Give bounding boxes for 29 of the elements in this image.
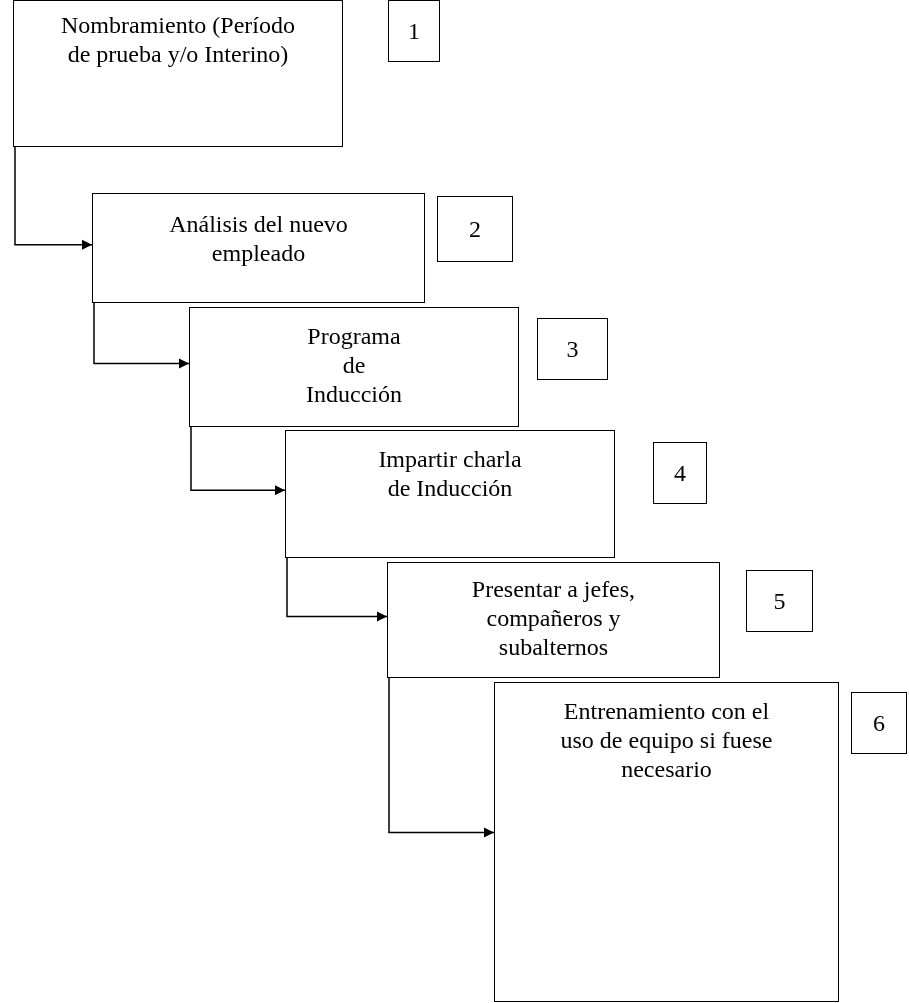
connector-arrow — [93, 302, 190, 369]
step-number-box — [437, 196, 513, 262]
step-number: 1 — [408, 17, 420, 46]
step-number-box — [746, 570, 813, 632]
process-box — [189, 307, 519, 427]
step-number-box — [653, 442, 707, 504]
step-label: Impartir charla de Inducción — [377, 445, 523, 503]
step-number: 2 — [469, 215, 481, 244]
process-box — [13, 0, 343, 147]
process-box — [494, 682, 839, 1002]
connector-arrow — [388, 677, 495, 838]
step-label: Nombramiento (Período de prueba y/o Interino) — [60, 11, 296, 69]
process-box — [387, 562, 720, 678]
step-number: 6 — [873, 709, 885, 738]
process-box — [92, 193, 425, 303]
step-number: 3 — [566, 335, 579, 364]
step-label: Análisis del nuevo empleado — [168, 210, 349, 268]
process-box — [285, 430, 615, 558]
step-label: Programa de Inducción — [305, 322, 403, 409]
step-number-box — [537, 318, 608, 380]
step-number-box — [388, 0, 440, 62]
step-label: Presentar a jefes, compañeros y subalternos — [470, 575, 637, 662]
step-number: 4 — [674, 459, 686, 488]
connector-arrow — [286, 557, 388, 622]
step-number-box — [851, 692, 907, 754]
step-label: Entrenamiento con el uso de equipo si fuese necesario — [559, 697, 774, 784]
step-number: 5 — [773, 587, 786, 616]
connector-arrow — [190, 426, 286, 496]
connector-arrow — [14, 146, 93, 250]
